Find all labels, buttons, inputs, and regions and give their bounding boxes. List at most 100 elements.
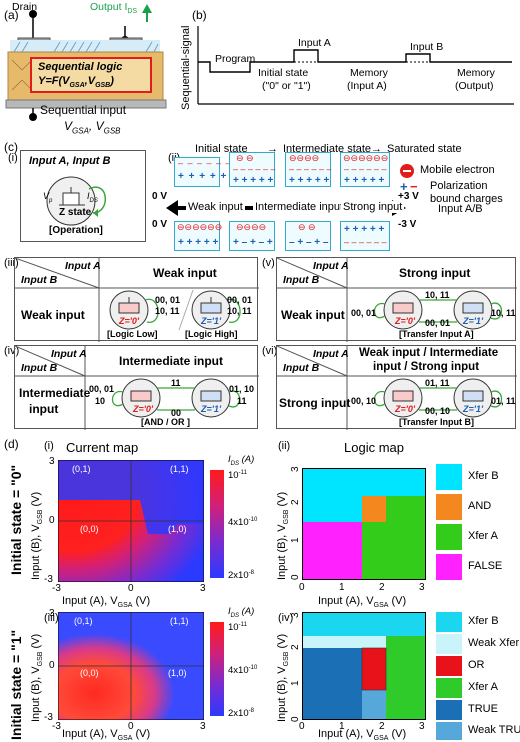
table-vi-header-1: Weak input / Intermediate (359, 347, 499, 359)
operation-box: Input A, Input B Vp IDS Z state [Operati… (20, 150, 146, 242)
table-iv-left-2: 10 (95, 396, 106, 406)
operation-vp: Vp (43, 191, 53, 204)
table-vi-input-b: Input B (283, 362, 320, 374)
top-ytick-0: -3 (44, 574, 53, 585)
bot-xlabel: Input (A), VGSA (V) (62, 728, 151, 742)
table-iv-row-1: Intermediate (19, 386, 91, 400)
legend-top-label-0: Xfer B (468, 470, 499, 482)
lm-top-xlabel: Input (A), VGSA (V) (318, 595, 407, 610)
panel-d-iv-label: (iv) (278, 612, 294, 624)
minus-3v: -3 V (398, 219, 417, 230)
lm-bot-xtick-3: 3 (419, 721, 425, 732)
table-iv-z0: Z='0' (133, 404, 154, 414)
table-iv: Input A Input B Intermediate input Inter… (14, 345, 259, 430)
state-arrow-1: → (267, 143, 278, 155)
lm-bot-ytick-0: 0 (290, 716, 301, 722)
top-ytick-1: 0 (49, 515, 55, 526)
charge-box-intermediate-1: ⊖ ⊖ – – – – – – + + + + + (229, 152, 276, 187)
signal-plot (197, 26, 514, 105)
bot-corner-10: (1,0) (168, 668, 187, 678)
table-v-input-b: Input B (283, 274, 320, 286)
table-iv-caption: [AND / OR ] (141, 417, 190, 427)
operation-caption: [Operation] (49, 225, 103, 236)
panel-a-label: (a) (4, 8, 19, 22)
table-iii-state1a: 00, 01 (155, 295, 181, 305)
table-v-devices (373, 290, 503, 330)
bot-ylabel: Input (B), VGSB (V) (30, 633, 45, 722)
table-v-z0: Z='0' (395, 316, 416, 326)
legend-top-swatch-2 (436, 524, 462, 550)
table-vi-left: 00, 10 (351, 396, 377, 406)
table-v-row: Weak input (281, 308, 345, 322)
legend-bot-swatch-5 (436, 722, 462, 740)
table-iii-state2a: 00, 01 (227, 295, 253, 305)
legend-top-swatch-1 (436, 494, 462, 520)
top-xtick-2: 3 (200, 583, 206, 594)
sequential-input-title: Sequential input (40, 103, 127, 117)
operation-device-icon (46, 176, 107, 226)
panel-c-label: (c) (4, 140, 18, 154)
panel-c-v-label: (v) (262, 257, 275, 269)
top-corner-00: (0,0) (80, 524, 99, 534)
legend-bot-label-4: TRUE (468, 703, 498, 715)
bot-ytick-2: 3 (49, 608, 55, 619)
table-iv-z1: Z='1' (201, 404, 222, 414)
legend-top-swatch-3 (436, 554, 462, 580)
legend-mobile-electron: Mobile electron (420, 164, 495, 176)
memory-out-sub: (Output) (455, 80, 494, 92)
table-vi-right: 01, 11 (491, 396, 516, 406)
legend-bot-swatch-2 (436, 656, 462, 676)
table-vi-caption: [Transfer Input B] (399, 417, 475, 427)
lm-bot-ytick-2: 2 (290, 644, 301, 650)
table-v-grid (277, 258, 517, 342)
table-iv-row-2: input (29, 402, 59, 416)
table-iv-right-1: 01, 10 (229, 384, 255, 394)
logic-map-bottom (302, 612, 426, 720)
lm-bot-ylabel: Input (B), VGSB (V) (276, 633, 291, 722)
sequential-logic-box: Sequential logic Y=F(VGSA,VGSB) (30, 57, 152, 93)
lm-bot-xtick-0: 0 (299, 721, 305, 732)
table-v-left: 00, 01 (351, 308, 377, 318)
table-v-z1: Z='1' (463, 316, 484, 326)
legend-bot-swatch-4 (436, 700, 462, 720)
top-xlabel: Input (A), VGSA (V) (62, 595, 151, 610)
current-map-bottom (58, 612, 204, 720)
colorbar-top (210, 470, 224, 578)
table-vi-top: 01, 11 (425, 378, 450, 388)
table-iv-left-1: 00, 01 (89, 384, 115, 394)
table-v-mid: 00, 01 (425, 318, 451, 328)
panel-c-vi-label: (vi) (262, 345, 278, 357)
table-iv-grid (15, 346, 259, 430)
charge-box-neg-2: ⊖⊖⊖⊖ + – + – + (229, 221, 275, 251)
table-iii-z1: Z='1' (201, 316, 222, 326)
lm-top-xtick-1: 1 (339, 582, 345, 593)
table-iii-row: Weak input (21, 308, 85, 322)
table-iii-input-a: Input A (65, 260, 101, 272)
sequential-logic-title: Sequential logic (38, 61, 123, 73)
bot-xtick-0: -3 (52, 721, 61, 732)
legend-bot-label-2: OR (468, 659, 485, 671)
logic-map-title: Logic map (344, 440, 404, 455)
initial-state-values: ("0" or "1") (262, 80, 311, 92)
panel-c-iv-label: (iv) (4, 345, 20, 357)
colorbar-top-min: 2x10-8 (228, 570, 254, 582)
panel-d-iii-label: (iii) (44, 612, 59, 624)
top-ylabel: Input (B), VGSB (V) (30, 491, 45, 580)
legend-bot-swatch-0 (436, 612, 462, 632)
memory-a-sub: (Input A) (347, 80, 387, 92)
operation-inputs: Input A, Input B (29, 155, 111, 167)
lm-top-xtick-3: 3 (419, 582, 425, 593)
input-a-label: Input A (298, 37, 331, 49)
colorbar-bot-title: IDS (A) (228, 606, 255, 619)
logic-map-top (302, 468, 426, 580)
table-iv-right-2: 11 (237, 396, 247, 406)
lm-top-xtick-0: 0 (299, 582, 305, 593)
table-vi-input-a: Input A (313, 348, 349, 360)
legend-polarization-2: bound charges (430, 193, 503, 205)
table-v-top: 10, 11 (425, 290, 450, 300)
table-iv-top: 11 (171, 378, 181, 388)
colorbar-bottom (210, 622, 224, 716)
table-iii-cap-low: [Logic Low] (107, 329, 158, 339)
lm-bot-xlabel: Input (A), VGSA (V) (318, 728, 407, 742)
table-iii-input-b: Input B (21, 274, 58, 286)
